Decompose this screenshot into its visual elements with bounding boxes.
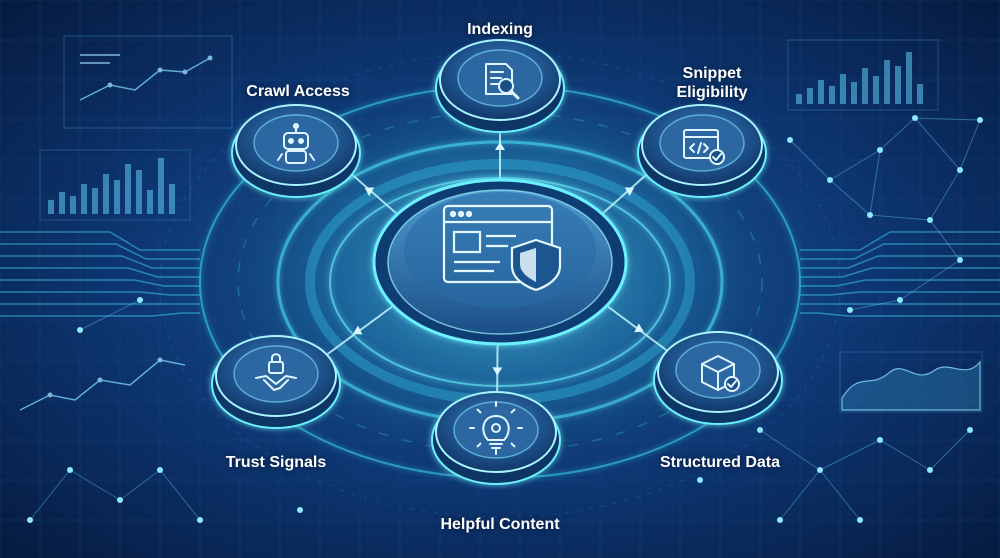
panel-area-chart-bottom-right: [839, 351, 983, 413]
node-inner-disc: [253, 114, 339, 172]
panel-bar-chart-top-right: [787, 39, 939, 111]
arrowhead: [492, 367, 503, 376]
handshake-lock-icon: [255, 353, 297, 391]
node-label-trust-signals: Trust Signals: [225, 454, 327, 471]
node-label-structured-data: Structured Data: [659, 454, 781, 471]
arrowhead: [353, 325, 363, 335]
panel-line-chart-bottom-left: [19, 357, 186, 411]
node-crawl-access: [231, 104, 361, 198]
node-label-indexing: Indexing: [467, 21, 533, 38]
browser-shield-icon: [442, 204, 562, 292]
panel-line-chart-top-left: [63, 35, 233, 129]
panel-bar-chart-left: [39, 149, 191, 221]
robot-icon: [277, 123, 315, 164]
arrowhead: [495, 142, 505, 150]
center-hub: [372, 178, 628, 346]
arrowhead: [634, 323, 644, 333]
node-indexing: [435, 39, 565, 133]
node-helpful-content: [431, 391, 561, 485]
network-mesh: [27, 115, 983, 523]
lightbulb-gear-icon: [469, 401, 523, 455]
document-search-icon: [485, 63, 520, 100]
node-label-crawl-access: Crawl Access: [246, 83, 350, 100]
code-window-check-icon: [683, 129, 725, 165]
circuit-traces: [0, 231, 1000, 317]
arrowhead: [624, 187, 635, 197]
node-snippet-eligibility: [637, 104, 767, 198]
node-structured-data: [653, 331, 783, 425]
node-trust-signals: [211, 335, 341, 429]
node-label-helpful-content: Helpful Content: [440, 516, 560, 533]
arrowhead: [364, 187, 375, 197]
box-check-icon: [701, 355, 740, 392]
node-label-snippet-eligibility: Snippet Eligibility: [676, 65, 748, 101]
